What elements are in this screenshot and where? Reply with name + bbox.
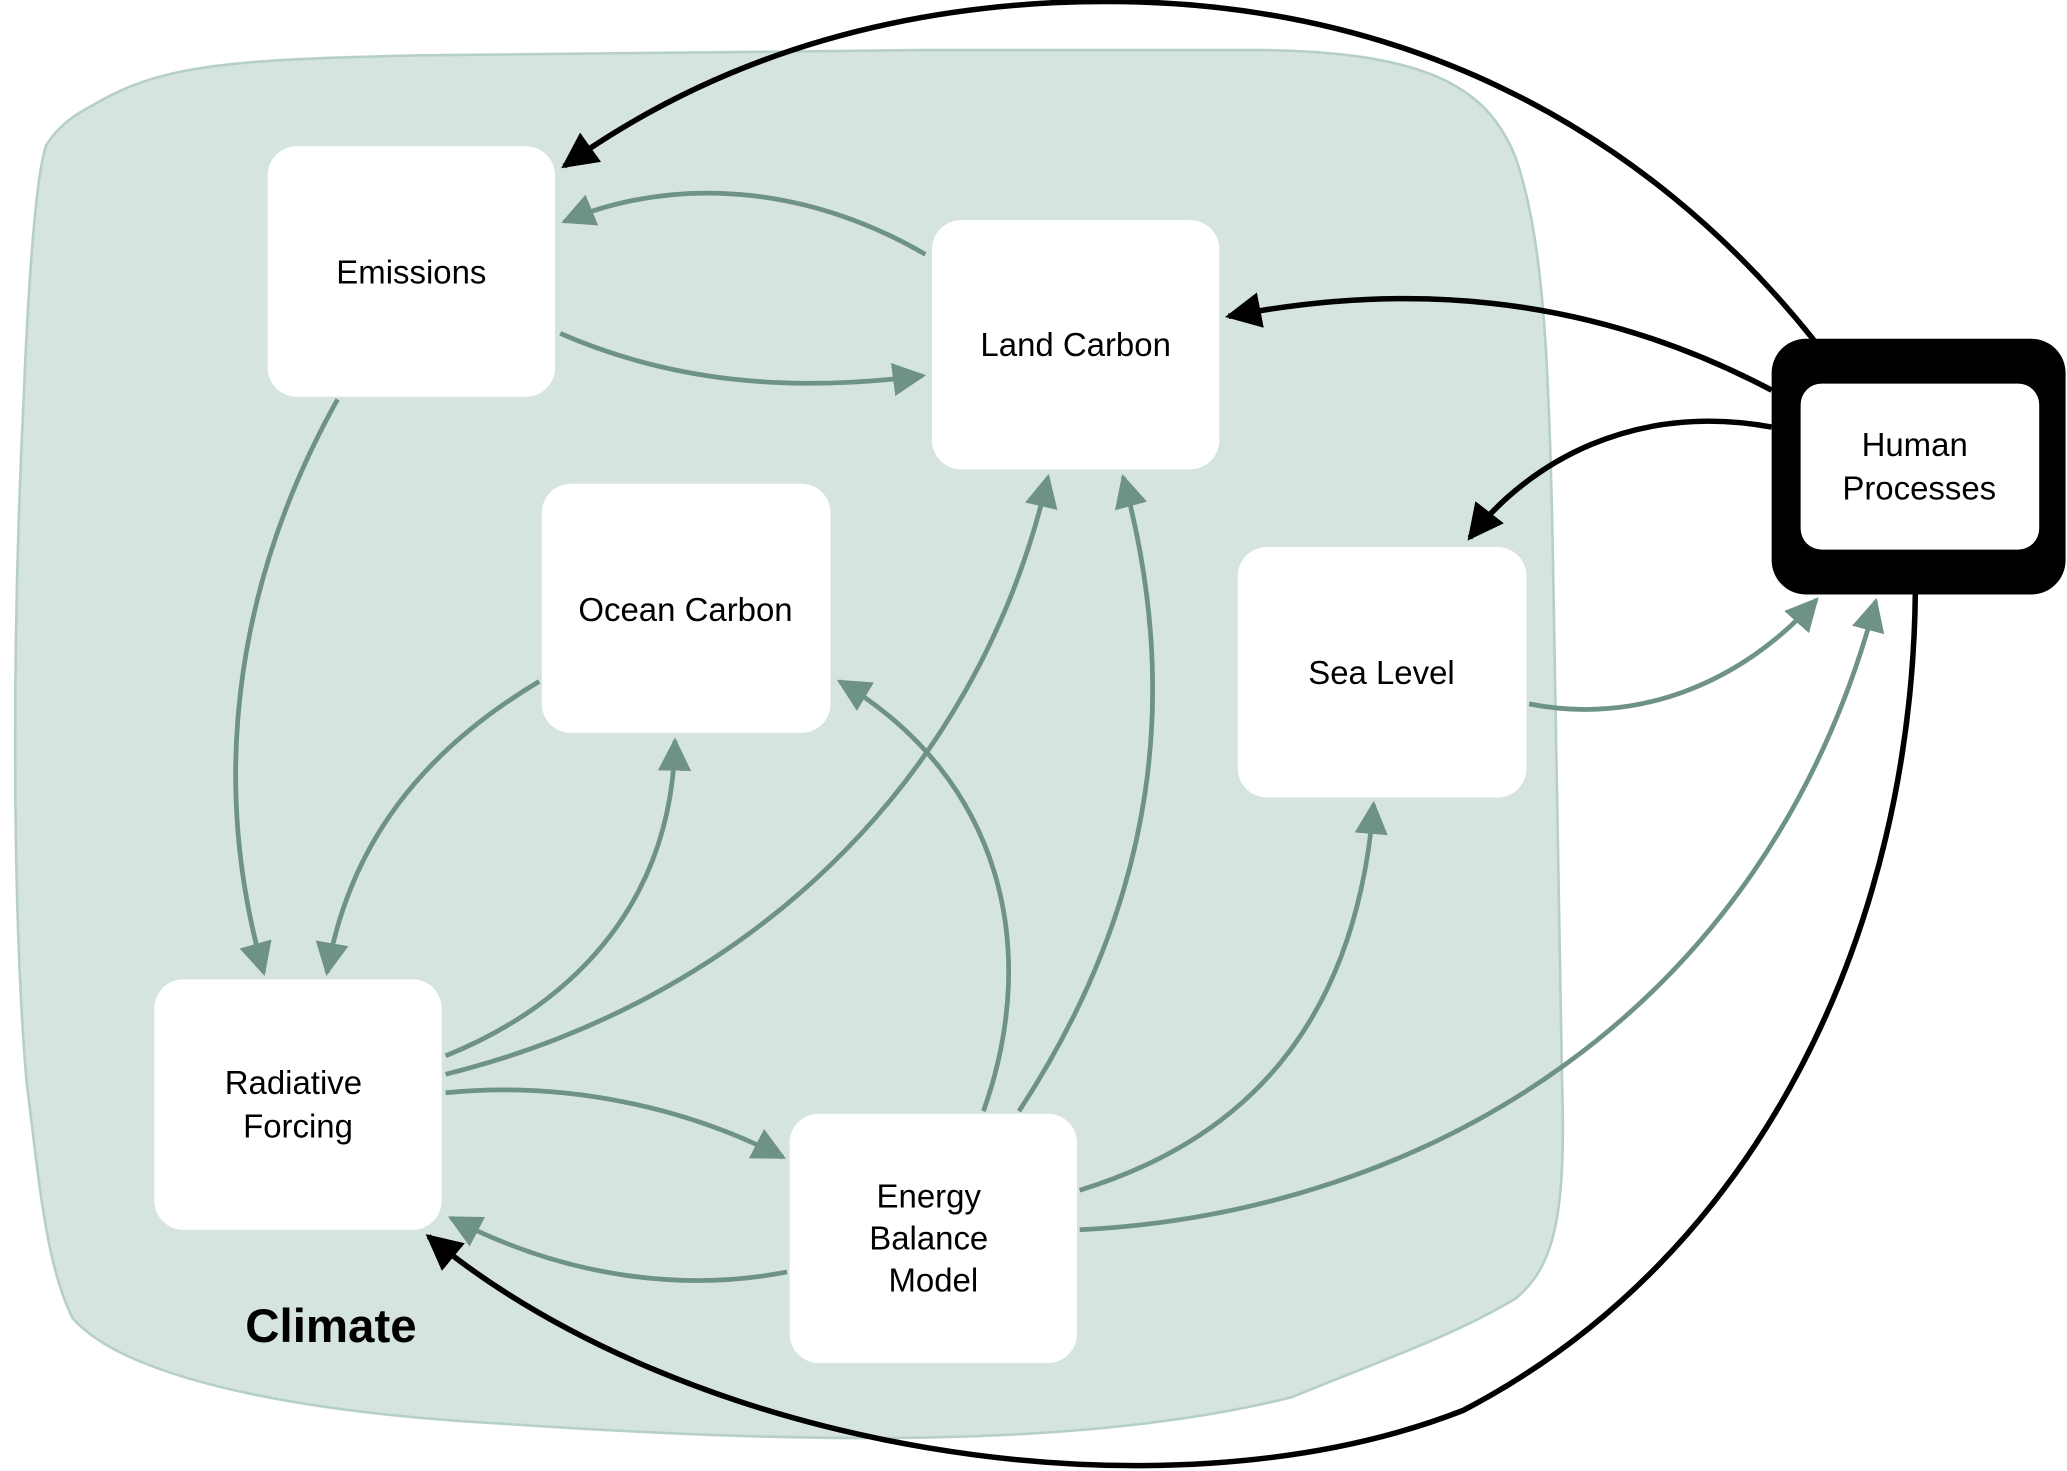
svg-text:Ocean Carbon: Ocean Carbon (578, 591, 792, 628)
edge-radiative-forcing-to-land-carbon (445, 473, 1058, 1077)
node-label: Ocean Carbon (578, 591, 792, 628)
node-energy-balance-model[interactable]: Energy Balance Model (789, 1113, 1077, 1363)
node-label-line-3: Model (888, 1262, 978, 1299)
node-human-processes[interactable]: Human Processes (1771, 338, 2066, 595)
node-label-line-2: Balance (869, 1220, 988, 1257)
edge-emissions-to-radiative-forcing (233, 398, 340, 976)
node-label-line-1: Energy (877, 1177, 982, 1214)
node-label: Sea Level (1308, 654, 1455, 691)
svg-text:Radiative Forcing: Radiative Forcing (225, 1064, 371, 1144)
edge-human-processes-to-radiative-forcing (425, 594, 1919, 1469)
edge-human-processes-to-land-carbon (1225, 292, 1773, 393)
node-ocean-carbon[interactable]: Ocean Carbon (541, 483, 831, 733)
node-land-carbon[interactable]: Land Carbon (932, 220, 1220, 470)
svg-text:Energy Balance Mod: Energy Balance Model (869, 1177, 997, 1298)
edge-emissions-to-land-carbon (559, 331, 927, 396)
edge-sea-level-to-human-processes (1528, 597, 1819, 712)
svg-text:Land Carbon: Land Carbon (980, 326, 1170, 363)
climate-region-label: Climate (245, 1300, 416, 1353)
svg-text:Human Processes: Human Processes (1842, 426, 1996, 506)
edge-energy-balance-to-human-processes (1079, 597, 1885, 1233)
edge-radiative-forcing-to-ocean-carbon (444, 737, 692, 1058)
edge-energy-balance-to-radiative-forcing (447, 1215, 788, 1283)
node-sea-level[interactable]: Sea Level (1237, 547, 1527, 798)
edge-ocean-carbon-to-radiative-forcing (315, 679, 541, 977)
edge-radiative-forcing-to-energy-balance (445, 1087, 787, 1160)
edge-energy-balance-to-land-carbon (1017, 473, 1156, 1113)
edge-human-processes-to-emissions (561, 0, 1816, 342)
edge-energy-balance-to-ocean-carbon (836, 679, 1012, 1112)
node-label-line-1: Radiative (225, 1064, 362, 1101)
edge-land-carbon-to-emissions (561, 190, 927, 257)
node-label-line-2: Forcing (243, 1108, 353, 1145)
node-label-line-2: Processes (1842, 470, 1996, 507)
node-label-line-1: Human (1862, 426, 1968, 463)
svg-text:Emissions: Emissions (336, 253, 486, 290)
edge-energy-balance-to-sea-level (1078, 800, 1388, 1193)
node-label: Emissions (336, 253, 486, 290)
node-emissions[interactable]: Emissions (267, 146, 556, 397)
node-radiative-forcing[interactable]: Radiative Forcing (154, 979, 442, 1230)
node-label: Land Carbon (980, 326, 1170, 363)
svg-text:Sea Level: Sea Level (1308, 654, 1455, 691)
edge-human-processes-to-sea-level (1467, 418, 1773, 541)
edges-layer (233, 0, 1919, 1469)
